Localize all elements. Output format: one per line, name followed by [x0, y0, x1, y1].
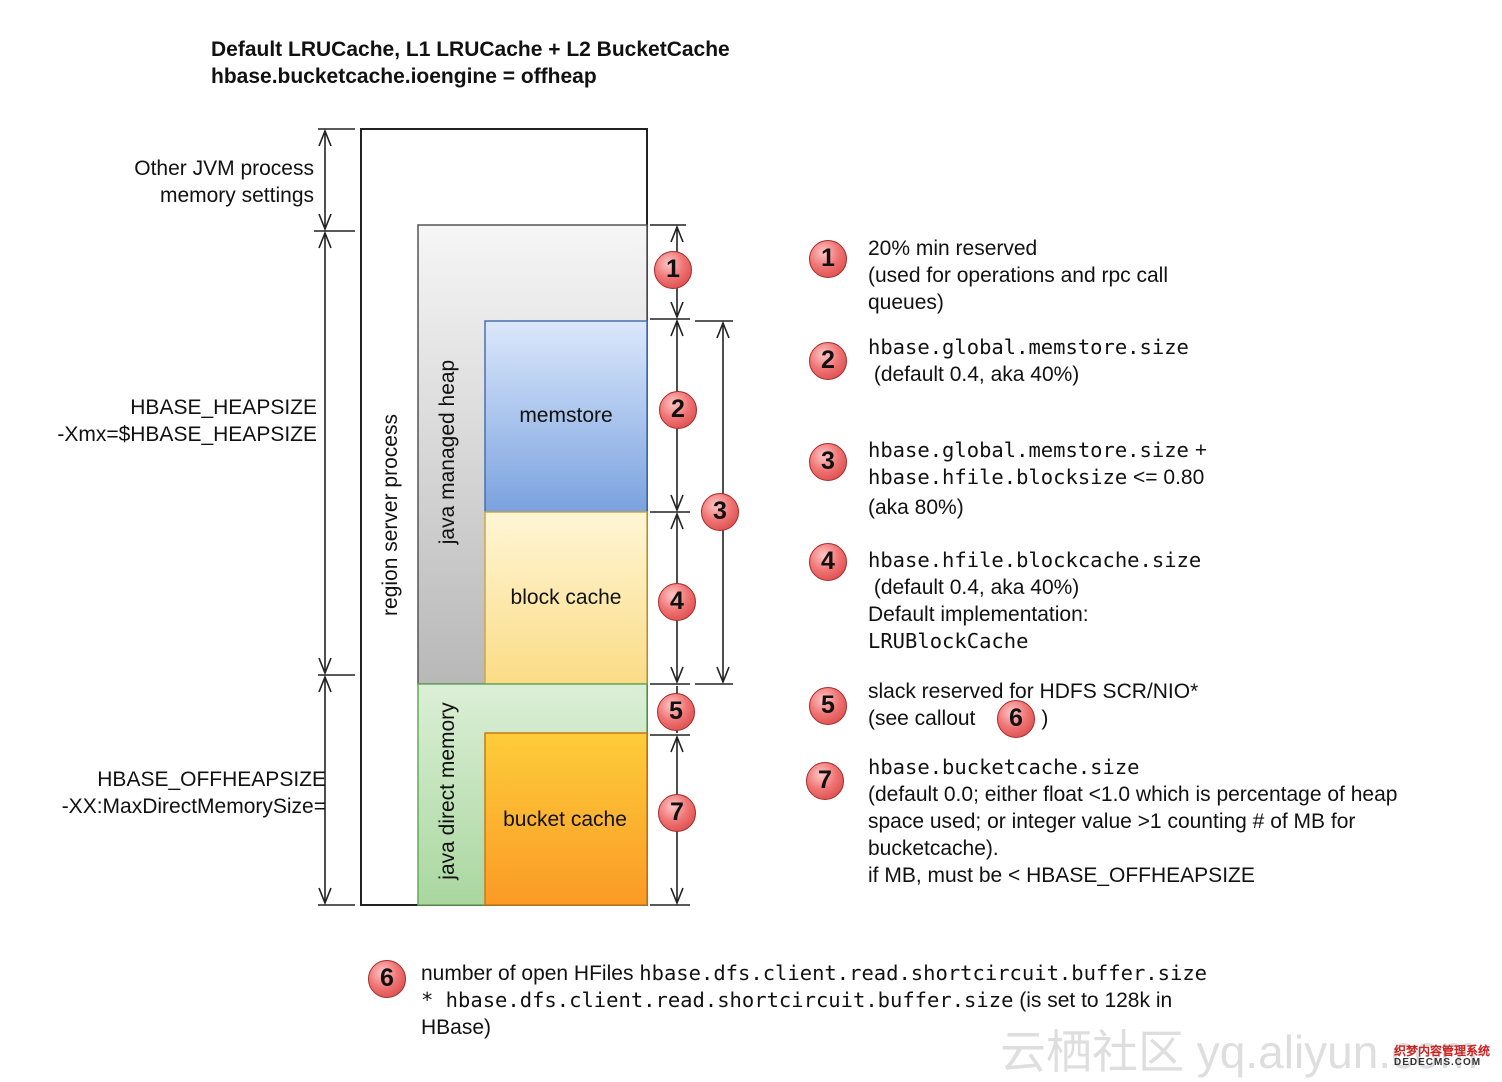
- memstore-label: memstore: [519, 404, 613, 427]
- bucket-cache-label: bucket cache: [503, 808, 627, 831]
- memstore-box: [484, 320, 648, 513]
- java-direct-memory-label: java direct memory: [436, 702, 459, 880]
- note-2: hbase.global.memstore.size (default 0.4,…: [868, 335, 1189, 386]
- badge-7: 7: [658, 794, 696, 832]
- region-server-process-label: region server process: [379, 414, 402, 616]
- other-jvm-label: Other JVM process memory settings: [134, 157, 314, 207]
- note-4: hbase.hfile.blockcache.size (default 0.4…: [868, 548, 1202, 653]
- badge-3: 3: [701, 493, 739, 531]
- badge-2: 2: [659, 391, 697, 429]
- block-cache-label: block cache: [510, 586, 622, 609]
- note-7: hbase.bucketcache.size (default 0.0; eit…: [868, 755, 1398, 887]
- legend-badge-7: 7: [806, 762, 844, 800]
- watermark-text: 云栖社区 yq.aliyun.com: [1000, 1026, 1479, 1078]
- legend-badge-5: 5: [809, 687, 847, 725]
- legend-badge-1: 1: [809, 240, 847, 278]
- legend-badge-6: 6: [368, 960, 406, 998]
- note-5: slack reserved for HDFS SCR/NIO* (see ca…: [868, 680, 1199, 730]
- diagram-title-line1: Default LRUCache, L1 LRUCache + L2 Bucke…: [211, 38, 730, 61]
- note-6: number of open HFiles hbase.dfs.client.r…: [421, 961, 1208, 1039]
- block-cache-box: [484, 511, 648, 685]
- badge-5: 5: [657, 693, 695, 731]
- bucket-cache-box: [484, 732, 648, 906]
- legend-badge-3: 3: [809, 443, 847, 481]
- watermark-small-2: DEDECMS.COM: [1394, 1057, 1482, 1068]
- badge-4: 4: [658, 583, 696, 621]
- heapsize-label: HBASE_HEAPSIZE -Xmx=$HBASE_HEAPSIZE: [57, 396, 317, 446]
- offheapsize-label: HBASE_OFFHEAPSIZE -XX:MaxDirectMemorySiz…: [61, 768, 326, 818]
- note-1: 20% min reserved (used for operations an…: [868, 237, 1168, 314]
- badge-1: 1: [654, 251, 692, 289]
- diagram-title-line2: hbase.bucketcache.ioengine = offheap: [211, 65, 597, 88]
- note-3: hbase.global.memstore.size + hbase.hfile…: [868, 438, 1208, 519]
- watermark-small-1: 织梦内容管理系统: [1394, 1044, 1491, 1058]
- legend-badge-2: 2: [809, 342, 847, 380]
- legend-badge-4: 4: [809, 543, 847, 581]
- java-managed-heap-label: java managed heap: [436, 359, 459, 545]
- callout-badge-6: 6: [997, 700, 1035, 738]
